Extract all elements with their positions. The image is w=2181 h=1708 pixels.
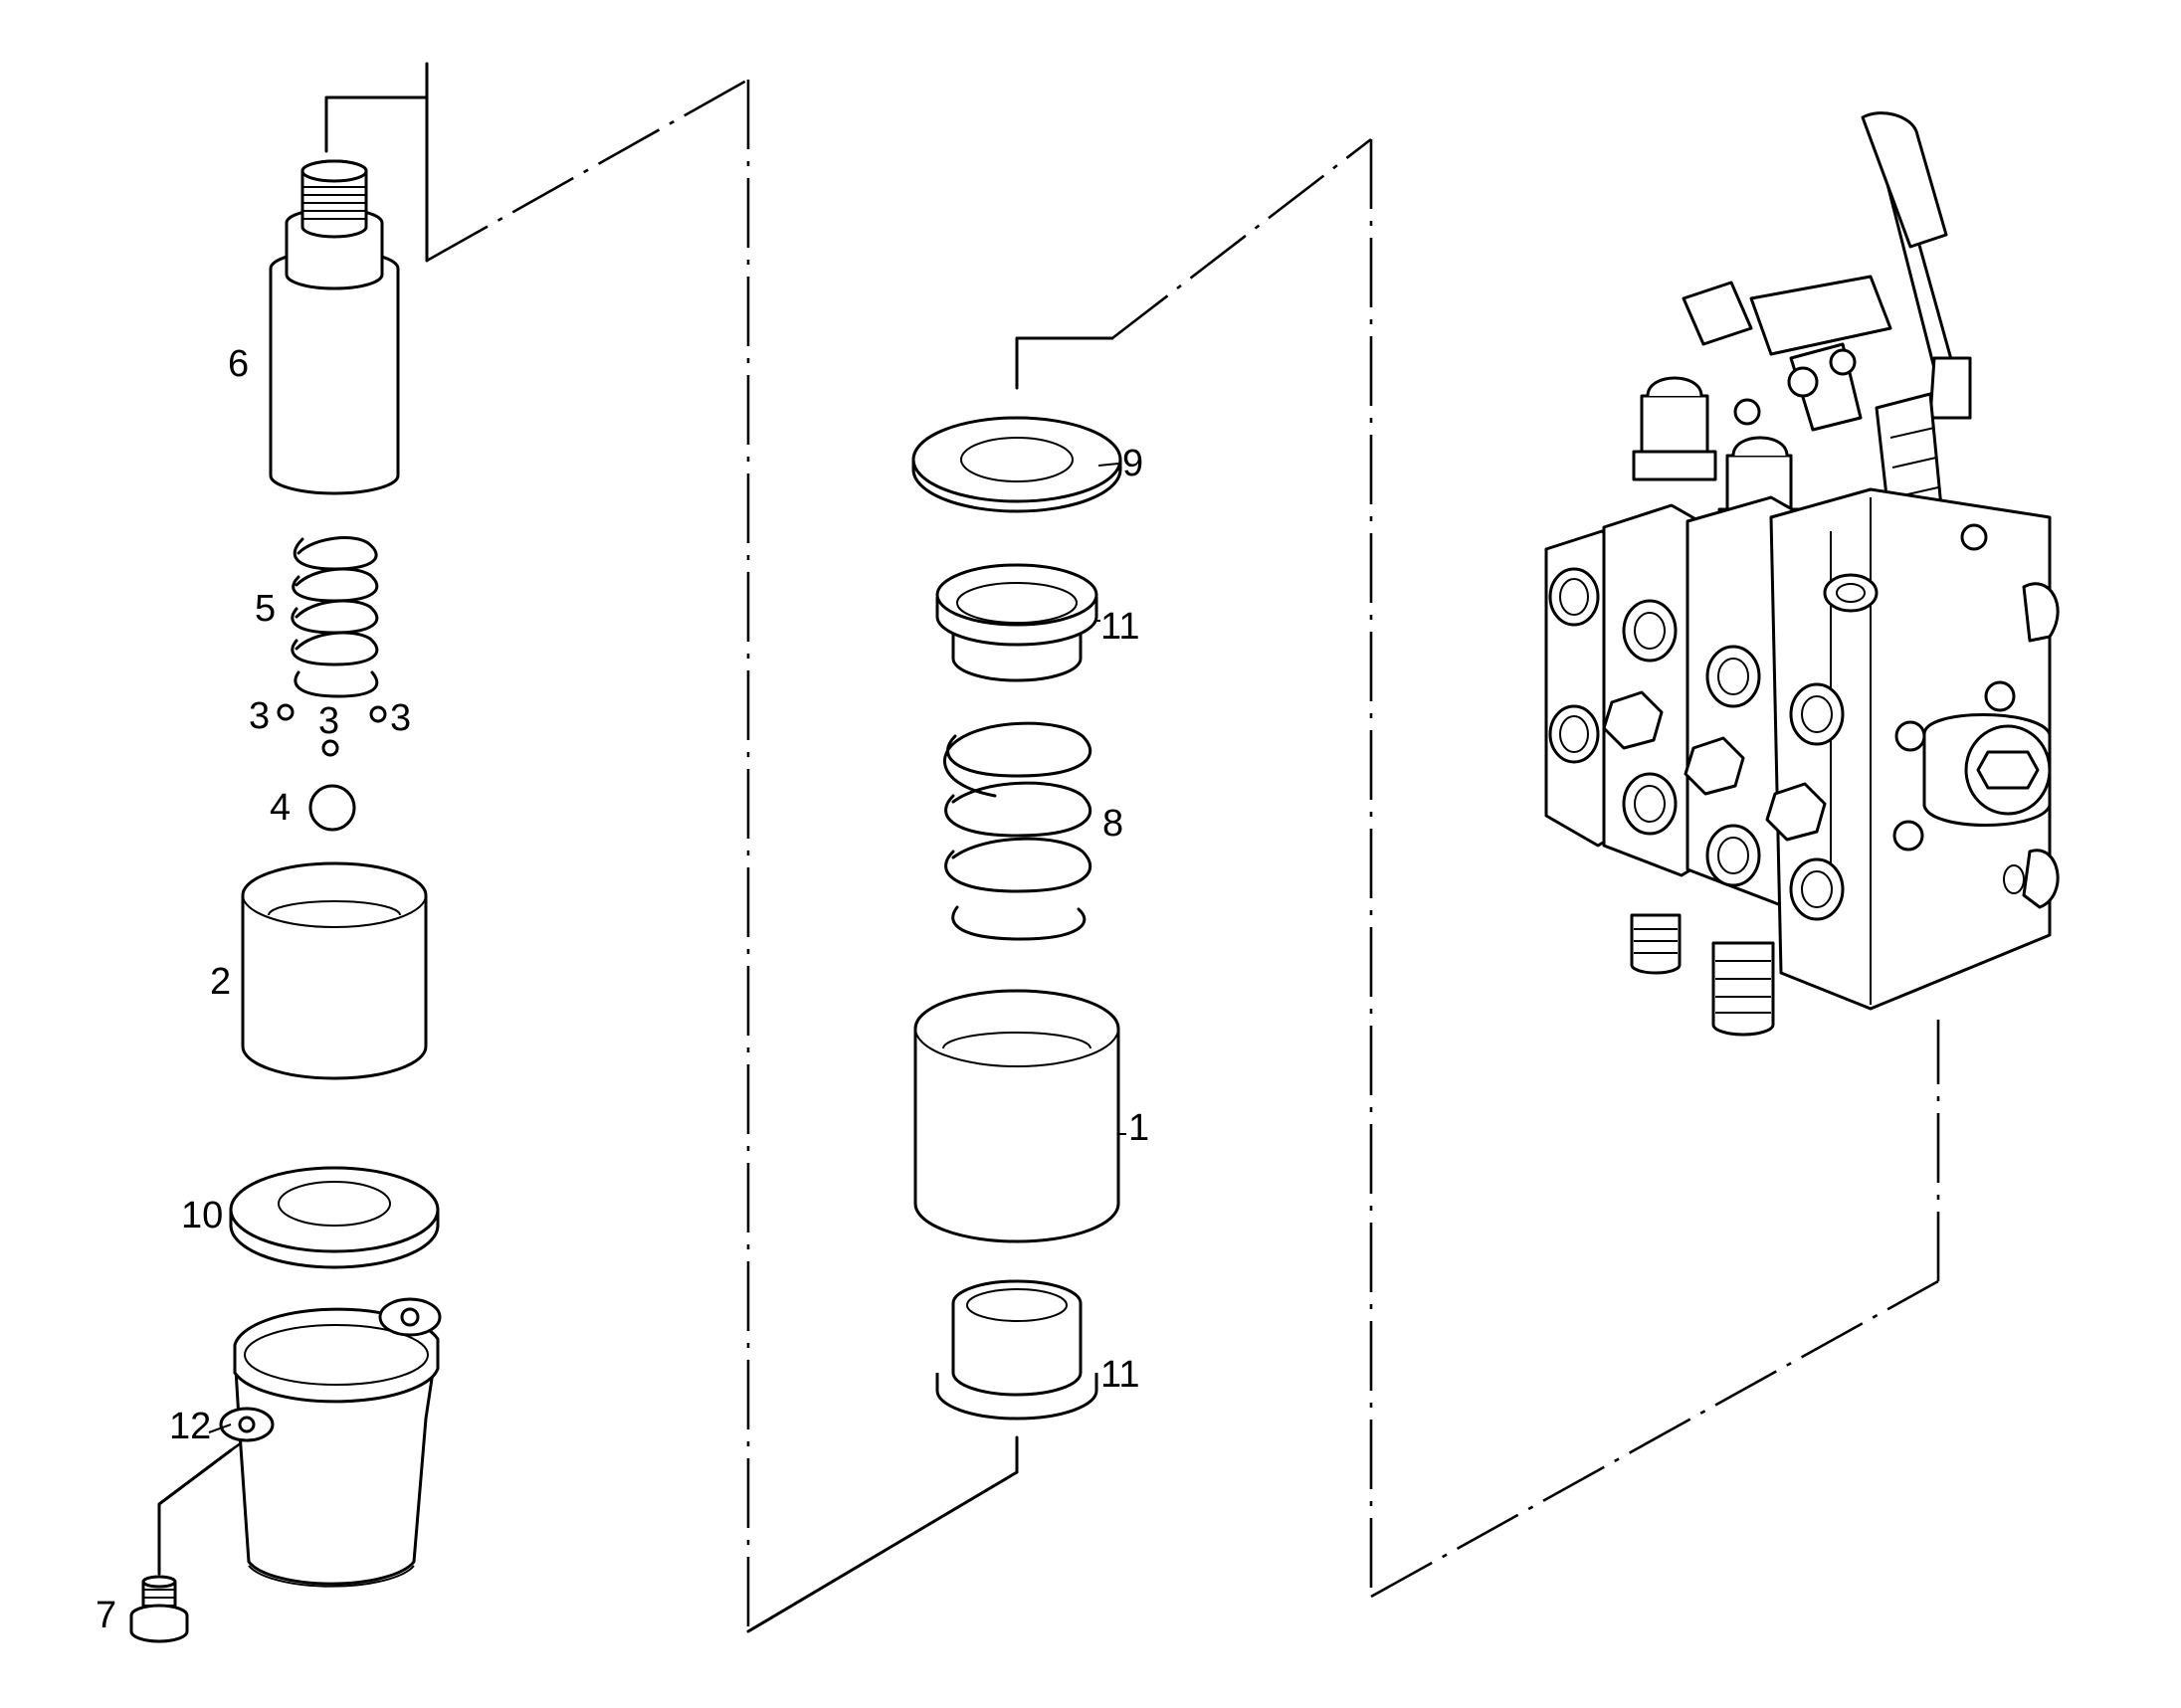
part-3-balls (277, 703, 387, 757)
callout-3-center: 3 (318, 700, 339, 742)
callout-5: 5 (255, 588, 276, 630)
part-7-screw (129, 1575, 189, 1643)
part-1-sleeve (913, 989, 1120, 1243)
part-11-spring-seat-upper (935, 563, 1098, 682)
callout-10: 10 (181, 1195, 223, 1236)
callout-11-lower: 11 (1100, 1354, 1139, 1396)
part-9-washer (911, 416, 1122, 513)
callout-2: 2 (210, 961, 231, 1003)
part-10-washer (229, 1166, 440, 1269)
callout-12: 12 (169, 1406, 211, 1447)
callout-3-left: 3 (249, 695, 270, 737)
callout-6: 6 (228, 343, 249, 385)
callout-9: 9 (1122, 443, 1143, 484)
part-2-sleeve (241, 861, 428, 1080)
callout-3-right: 3 (390, 697, 411, 739)
callout-8: 8 (1102, 803, 1123, 845)
hydraulic-valve-block (1544, 111, 2060, 1037)
part-8-large-spring (943, 721, 1092, 941)
part-11-spring-seat-lower (935, 1279, 1098, 1421)
part-5-small-spring (291, 536, 379, 698)
part-4-ball (308, 784, 356, 832)
label-leaders (208, 463, 1126, 1433)
callout-11-upper: 11 (1100, 606, 1139, 648)
part-12-cover (219, 1297, 442, 1588)
callout-labels: 6 5 3 3 3 4 2 10 12 7 9 11 8 1 11 (96, 343, 1149, 1636)
callout-7: 7 (96, 1595, 116, 1636)
part-6-spring-cap (269, 159, 400, 495)
callout-1: 1 (1128, 1107, 1149, 1149)
callout-4: 4 (270, 787, 291, 829)
